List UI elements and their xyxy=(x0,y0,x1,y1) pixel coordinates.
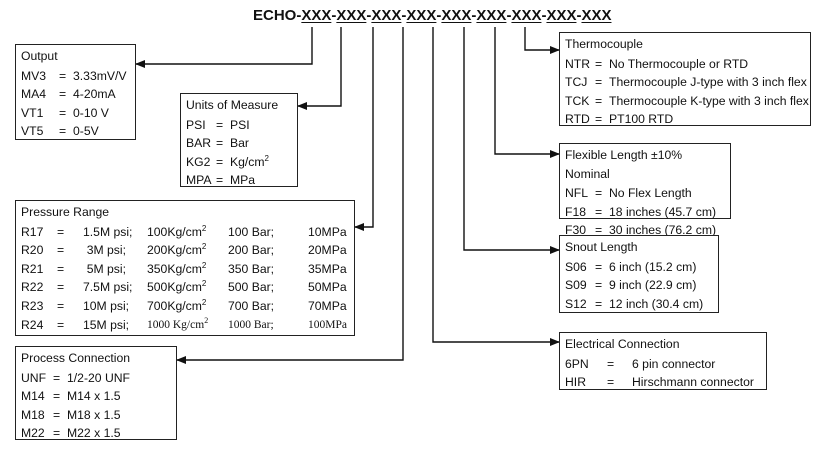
flex-row: F18=18 inches (45.7 cm) xyxy=(565,204,717,219)
output-row: VT1=0-10 V xyxy=(21,105,109,120)
process-row: UNF=1/2-20 UNF xyxy=(21,370,130,385)
flex-row: F30=30 inches (76.2 cm) xyxy=(565,223,717,238)
electrical-row: 6PN=6 pin connector xyxy=(565,356,716,371)
arrow-thermo xyxy=(524,27,560,54)
flex-row: NFL=No Flex Length xyxy=(565,186,692,201)
title-segment-flex: XXX xyxy=(511,7,542,24)
thermo-header: Thermocouple xyxy=(565,37,643,51)
title-segment-thermo: XXX xyxy=(546,7,577,24)
title-segment-output: XXX xyxy=(301,7,332,24)
process-row: M14=M14 x 1.5 xyxy=(21,389,121,404)
arrow-units xyxy=(297,27,342,110)
arrow-process xyxy=(176,27,404,364)
process-row: M22=M22 x 1.5 xyxy=(21,426,121,441)
snout-row: S09=9 inch (22.9 cm) xyxy=(565,278,697,293)
electrical-row: HIR=Hirschmann connector xyxy=(565,375,754,390)
snout-row: S12=12 inch (30.4 cm) xyxy=(565,296,704,311)
units-row: BAR=Bar xyxy=(186,136,249,151)
title-segment-9: XXX xyxy=(581,7,612,24)
output-header: Output xyxy=(21,49,58,63)
output-row: MV3=3.33mV/V xyxy=(21,68,127,83)
output-row: MA4=4-20mA xyxy=(21,87,116,102)
units-box: Units of Measure PSI=PSI BAR=Bar KG2=Kg/… xyxy=(180,93,298,187)
arrow-electrical xyxy=(432,27,560,346)
snout-length-box: Snout Length S06=6 inch (15.2 cm) S09=9 … xyxy=(559,235,719,313)
title-prefix: ECHO- xyxy=(253,7,302,24)
units-row: PSI=PSI xyxy=(186,117,250,132)
arrow-pressure xyxy=(354,27,374,231)
title-segment-snout: XXX xyxy=(476,7,507,24)
pressure-header: Pressure Range xyxy=(21,205,110,219)
process-header: Process Connection xyxy=(21,351,131,365)
output-row: VT5=0-5V xyxy=(21,124,99,139)
arrow-output xyxy=(135,27,313,68)
flex-header: Flexible Length ±10% Nominal xyxy=(565,148,683,181)
process-row: M18=M18 x 1.5 xyxy=(21,407,121,422)
flexible-length-box: Flexible Length ±10% Nominal NFL=No Flex… xyxy=(559,143,731,237)
units-row: MPA=MPa xyxy=(186,173,256,188)
title-segment-electrical: XXX xyxy=(441,7,472,24)
electrical-header: Electrical Connection xyxy=(565,337,680,351)
thermocouple-box: Thermocouple NTR=No Thermocouple or RTD … xyxy=(559,32,811,126)
snout-header: Snout Length xyxy=(565,240,638,254)
title-segment-units: XXX xyxy=(336,7,367,24)
arrow-snout xyxy=(463,27,560,254)
units-row: KG2=Kg/cm2 xyxy=(186,153,269,169)
output-box: Output MV3=3.33mV/V MA4=4-20mA VT1=0-10 … xyxy=(15,44,136,140)
thermo-row: RTD=PT100 RTD xyxy=(565,112,674,127)
units-header: Units of Measure xyxy=(186,98,279,112)
thermo-row: NTR=No Thermocouple or RTD xyxy=(565,56,749,71)
electrical-connection-box: Electrical Connection 6PN=6 pin connecto… xyxy=(559,332,767,390)
arrow-flex xyxy=(494,27,560,158)
title-segment-pressure: XXX xyxy=(371,7,402,24)
thermo-row: TCJ=Thermocouple J-type with 3 inch flex xyxy=(565,75,807,90)
snout-row: S06=6 inch (15.2 cm) xyxy=(565,259,697,274)
thermo-row: TCK=Thermocouple K-type with 3 inch flex xyxy=(565,93,809,108)
part-number-title: ECHO-XXX-XXX-XXX-XXX-XXX-XXX-XXX-XXX-XXX xyxy=(253,7,612,24)
title-segment-process: XXX xyxy=(406,7,437,24)
process-connection-box: Process Connection UNF=1/2-20 UNF M14=M1… xyxy=(15,346,177,440)
